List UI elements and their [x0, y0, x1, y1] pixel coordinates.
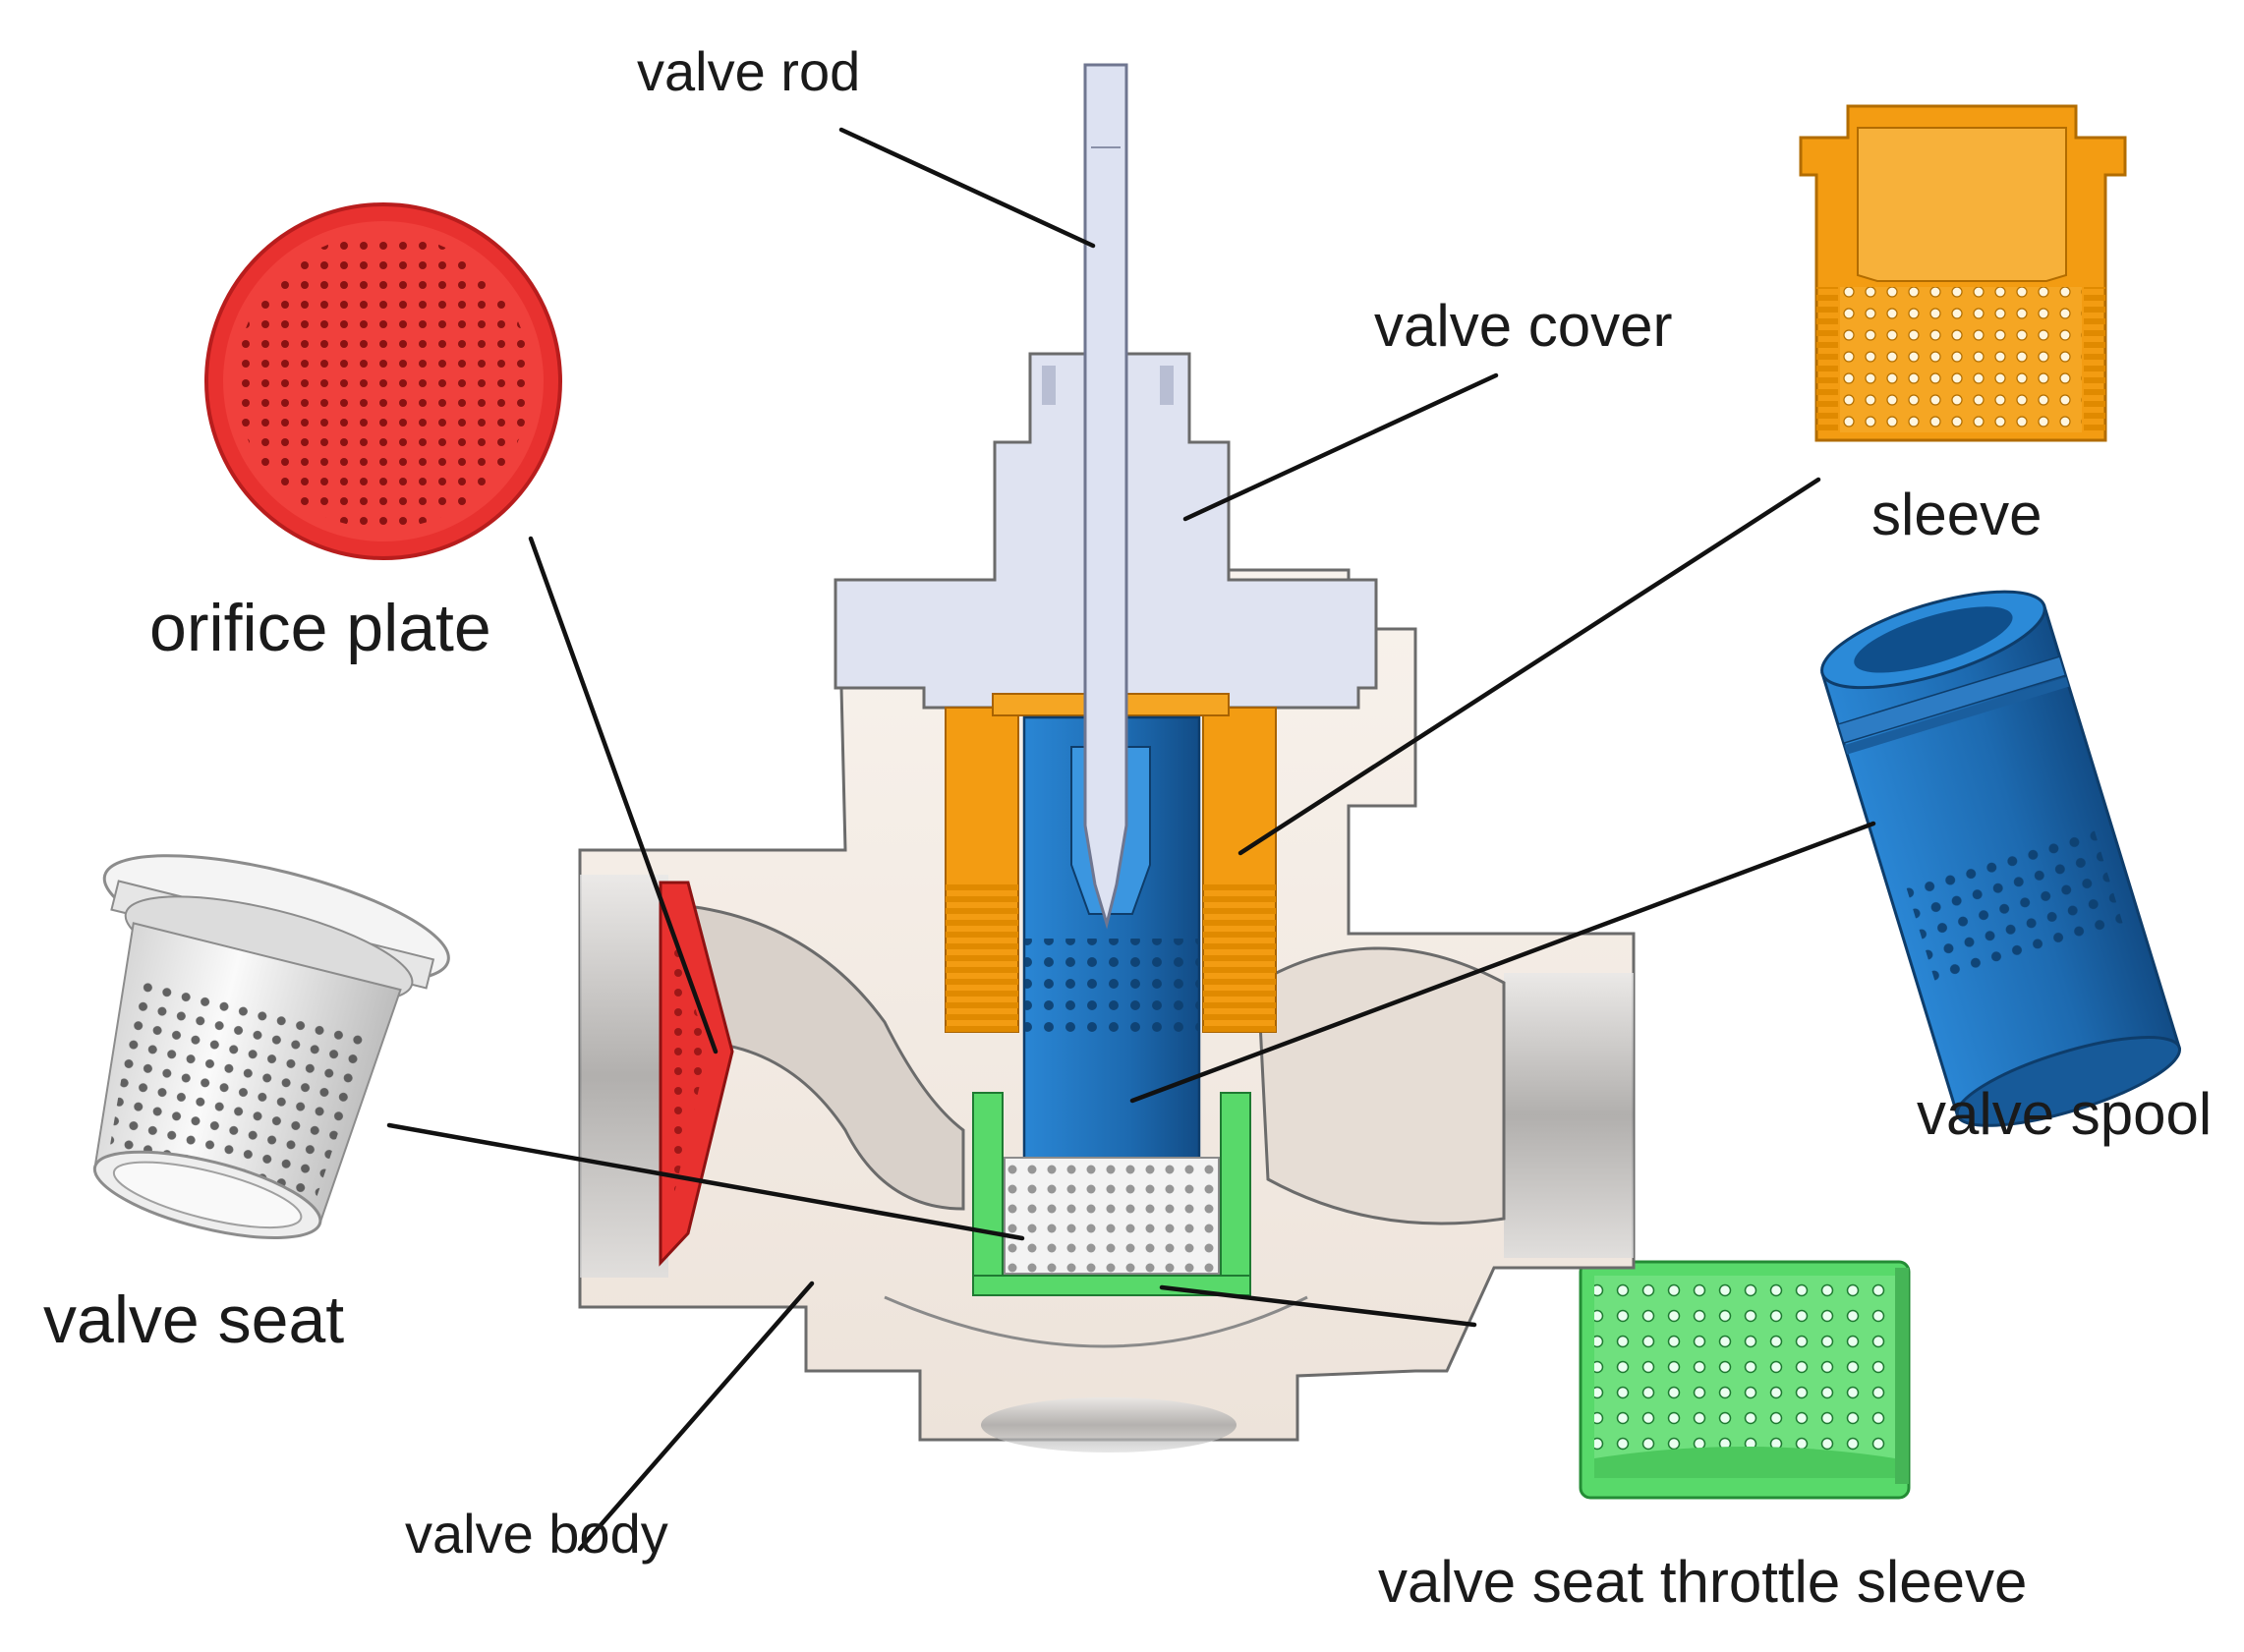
label-valve-spool: valve spool — [1917, 1081, 2212, 1147]
leader-valve-rod — [838, 127, 1096, 249]
leader-valve-spool — [1129, 821, 1876, 1104]
label-valve-seat: valve seat — [43, 1282, 344, 1357]
label-valve-rod: valve rod — [637, 40, 860, 102]
valve-spool-illustration — [1820, 590, 2182, 1127]
leader-orifice-plate — [528, 536, 719, 1054]
leader-valve-cover — [1182, 372, 1499, 522]
label-valve-body: valve body — [405, 1503, 668, 1565]
label-valve-seat-throttle-sleeve: valve seat throttle sleeve — [1378, 1549, 2027, 1615]
leader-valve-body — [577, 1281, 815, 1552]
labels: valve rod valve cover sleeve orifice pla… — [43, 40, 2212, 1615]
valve-cross-section — [578, 63, 1636, 1453]
leader-valve-seat — [386, 1122, 1025, 1241]
leader-sleeve — [1237, 477, 1821, 856]
label-sleeve: sleeve — [1871, 482, 2042, 547]
leader-throttle-sleeve — [1159, 1284, 1477, 1328]
label-valve-cover: valve cover — [1374, 293, 1672, 359]
label-orifice-plate: orifice plate — [149, 591, 491, 665]
orifice-plate-illustration — [204, 202, 562, 560]
leader-lines — [386, 127, 1876, 1552]
valve-seat-illustration — [92, 854, 450, 1239]
sleeve-illustration — [1799, 104, 2127, 442]
throttle-sleeve-illustration — [1579, 1260, 1911, 1500]
